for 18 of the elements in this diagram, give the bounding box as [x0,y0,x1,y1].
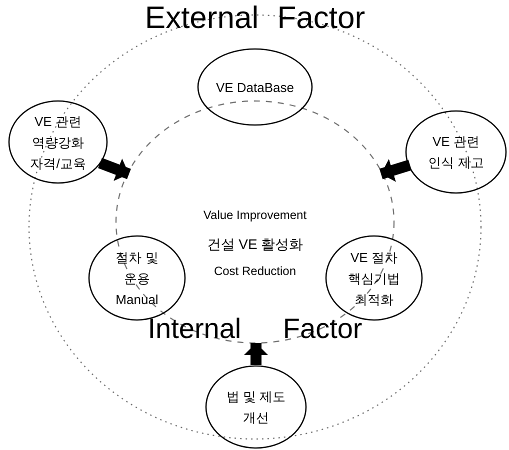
block-arrow [379,158,412,182]
oval-node [8,100,108,184]
circle-heading: External Factor [144,0,366,36]
block-arrow [244,343,268,365]
center-title: 건설 VE 활성화 [206,236,304,254]
node-label: VE 관련 역량강화 자격/교육 [29,112,87,172]
center-text: Cost Reduction [212,264,298,278]
node-label: VE 관련 인식 제고 [427,133,485,172]
node-label: 법 및 제도 개선 [225,388,287,427]
node-label: VE DataBase [216,78,294,96]
oval-node [197,48,313,126]
node-label: VE 절차 핵심기법 최적화 [347,248,401,308]
node-label: 절차 및 운용 Manual [114,248,160,308]
oval-node [405,110,507,194]
oval-node [205,365,307,449]
circle-heading: Internal Factor [146,314,364,344]
center-text: Value Improvement [202,208,308,222]
block-arrow [98,158,131,181]
